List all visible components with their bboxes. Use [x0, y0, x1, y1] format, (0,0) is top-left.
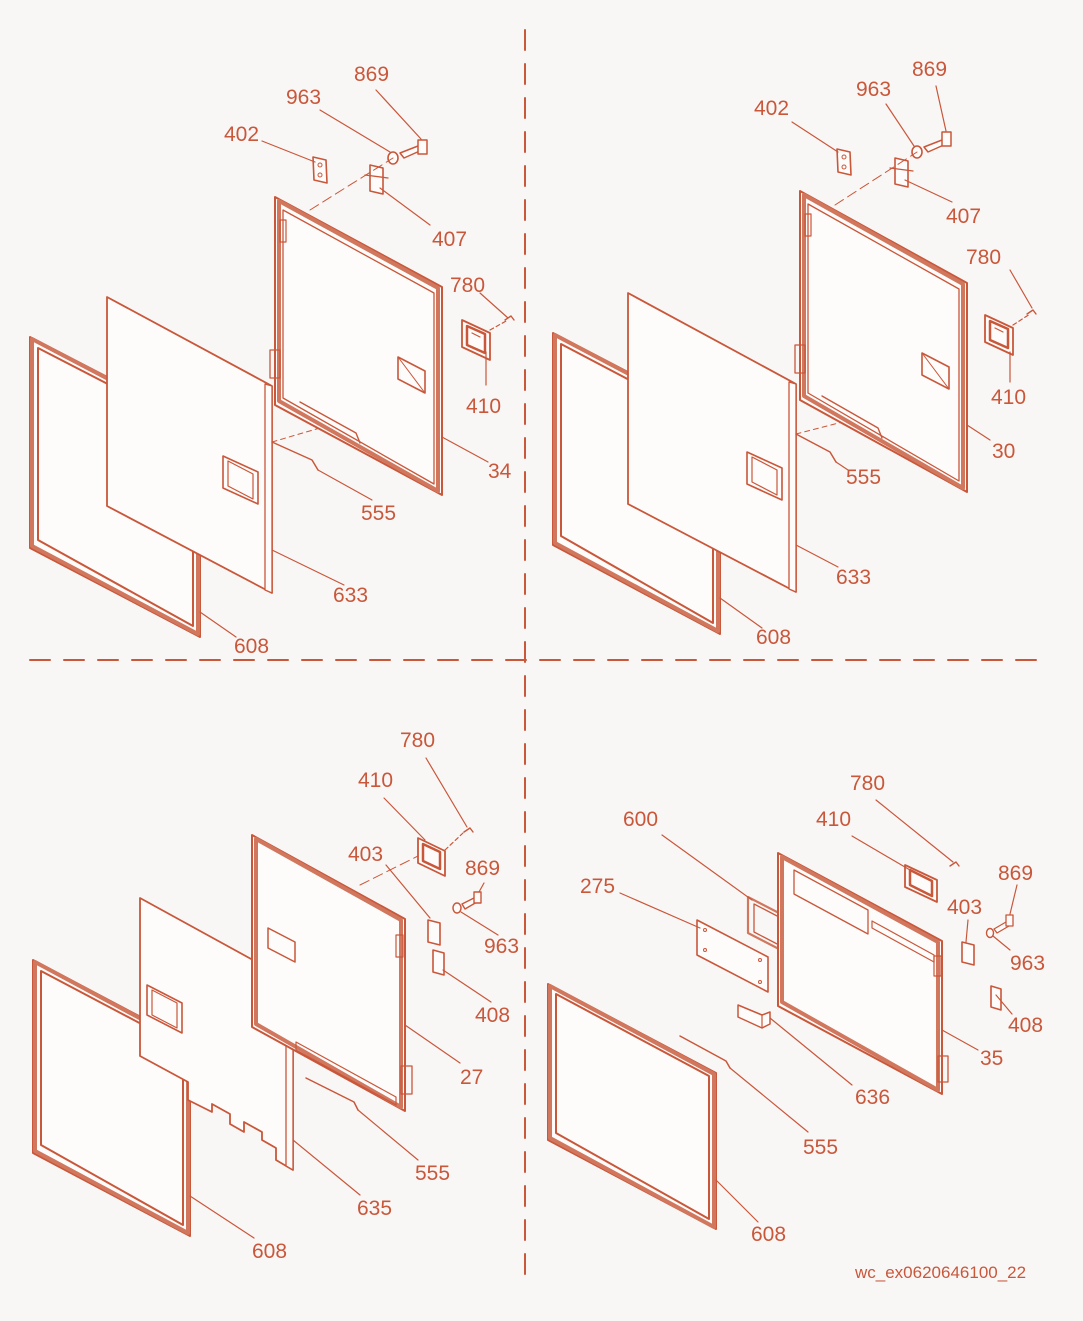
- label-555: 555: [846, 466, 881, 489]
- screw-780: [489, 315, 515, 331]
- block-636: [737, 1004, 771, 1029]
- label-633: 633: [333, 584, 368, 607]
- door-frame-34: [269, 196, 443, 496]
- hinge-403: [961, 941, 975, 966]
- door-frame-27: [251, 834, 413, 1112]
- washer-963: [985, 927, 995, 939]
- label-963: 963: [286, 86, 321, 109]
- screw-780: [1012, 309, 1037, 326]
- label-403: 403: [348, 843, 383, 866]
- quadrant-top-right: [552, 85, 1037, 635]
- label-963: 963: [856, 78, 891, 101]
- rod-555: [305, 1077, 359, 1111]
- plate-275: [696, 919, 769, 993]
- screw-780: [463, 827, 474, 833]
- label-407: 407: [432, 228, 467, 251]
- label-410: 410: [358, 769, 393, 792]
- rod-555: [679, 1035, 731, 1069]
- label-869: 869: [354, 63, 389, 86]
- label-403: 403: [947, 896, 982, 919]
- hinge-403: [427, 919, 441, 946]
- label-963: 963: [1010, 952, 1045, 975]
- label-555: 555: [415, 1162, 450, 1185]
- label-410: 410: [466, 395, 501, 418]
- label-608: 608: [756, 626, 791, 649]
- label-407: 407: [946, 205, 981, 228]
- leader-lines-bottom-left: [189, 757, 499, 1239]
- bolt-869: [993, 914, 1014, 934]
- panel-633: [627, 292, 797, 593]
- label-555: 555: [361, 502, 396, 525]
- label-633: 633: [836, 566, 871, 589]
- label-34: 34: [488, 460, 512, 483]
- latch-408: [990, 985, 1002, 1011]
- label-869: 869: [998, 862, 1033, 885]
- hinge-407: [364, 164, 389, 195]
- label-408: 408: [475, 1004, 510, 1027]
- rod-555: [795, 419, 851, 463]
- leader-lines-top-left: [199, 89, 509, 638]
- screw-780: [949, 861, 960, 867]
- door-frame-35: [777, 852, 949, 1095]
- latch-408: [432, 949, 445, 976]
- label-608: 608: [252, 1240, 287, 1263]
- label-30: 30: [992, 440, 1015, 463]
- leader-lines-bottom-right: [619, 799, 1018, 1223]
- quadrant-dividers: [29, 29, 1046, 1286]
- label-410: 410: [816, 808, 851, 831]
- hinge-402: [312, 156, 328, 184]
- label-963: 963: [484, 935, 519, 958]
- door-frame-30: [794, 190, 968, 493]
- washer-963: [452, 902, 462, 914]
- label-402: 402: [754, 97, 789, 120]
- label-608: 608: [234, 635, 269, 658]
- leader-lines-top-right: [719, 85, 1033, 629]
- bolt-869: [923, 131, 952, 153]
- label-780: 780: [400, 729, 435, 752]
- label-275: 275: [580, 875, 615, 898]
- label-780: 780: [450, 274, 485, 297]
- handle-410: [461, 319, 491, 361]
- bolt-869: [461, 891, 482, 910]
- handle-410: [984, 314, 1014, 356]
- hinge-402: [836, 148, 852, 176]
- quadrant-bottom-left: [32, 757, 499, 1239]
- panel-633: [106, 296, 273, 594]
- label-408: 408: [1008, 1014, 1043, 1037]
- label-35: 35: [980, 1047, 1003, 1070]
- handle-410: [904, 864, 938, 903]
- label-410: 410: [991, 386, 1026, 409]
- label-780: 780: [966, 246, 1001, 269]
- label-635: 635: [357, 1197, 392, 1220]
- quadrant-top-left: [29, 89, 515, 638]
- label-27: 27: [460, 1066, 483, 1089]
- label-402: 402: [224, 123, 259, 146]
- drawing-code: wc_ex0620646100_22: [854, 1263, 1026, 1282]
- label-780: 780: [850, 772, 885, 795]
- label-555: 555: [803, 1136, 838, 1159]
- handle-410: [417, 837, 446, 877]
- label-869: 869: [912, 58, 947, 81]
- label-608: 608: [751, 1223, 786, 1246]
- part-labels: 869 963 402 407 780 410 34 555 633 608 8…: [224, 58, 1045, 1263]
- quadrant-bottom-right: [547, 799, 1018, 1230]
- frame-608: [547, 983, 717, 1230]
- label-636: 636: [855, 1086, 890, 1109]
- bolt-869: [399, 139, 428, 159]
- rod-555: [271, 424, 331, 471]
- label-869: 869: [465, 857, 500, 880]
- label-600: 600: [623, 808, 658, 831]
